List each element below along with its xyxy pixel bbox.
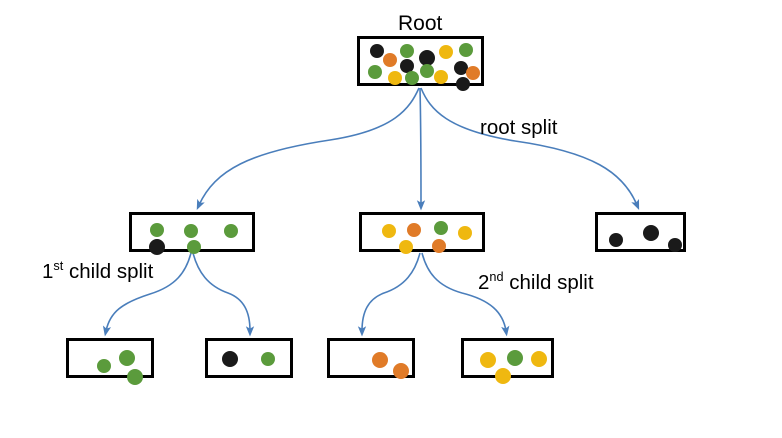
sample-dot-orange bbox=[407, 223, 421, 237]
edge-child1-to-leaf2 bbox=[192, 252, 255, 337]
sample-dot-green bbox=[97, 359, 111, 373]
sample-dot-black bbox=[222, 351, 238, 367]
sample-dot-green bbox=[184, 224, 198, 238]
sample-dot-green bbox=[459, 43, 473, 57]
sample-dot-black bbox=[643, 225, 659, 241]
sample-dot-green bbox=[420, 64, 434, 78]
sample-dot-black bbox=[400, 59, 414, 73]
page-title: Root bbox=[398, 12, 443, 35]
sample-dot-yellow bbox=[531, 351, 547, 367]
sample-dot-yellow bbox=[480, 352, 496, 368]
sample-dot-orange bbox=[372, 352, 388, 368]
first-child-split-number: 1 bbox=[42, 260, 54, 283]
first-child-split-text: child split bbox=[63, 260, 154, 283]
edge-root-to-right bbox=[420, 87, 640, 211]
edge-root-to-left bbox=[196, 87, 420, 210]
root-node bbox=[357, 36, 484, 91]
sample-dot-black bbox=[609, 233, 623, 247]
first-child-split-ordinal: st bbox=[53, 258, 64, 274]
sample-dot-green bbox=[400, 44, 414, 58]
sample-dot-orange bbox=[432, 239, 446, 253]
second-child-split-text: child split bbox=[503, 271, 594, 294]
edge-label-root-split: root split bbox=[480, 116, 558, 139]
sample-dot-black bbox=[419, 50, 435, 66]
edge-child2-to-leaf3 bbox=[357, 252, 421, 337]
child-node-middle bbox=[359, 212, 485, 254]
sample-dot-yellow bbox=[388, 71, 402, 85]
leaf-node-3 bbox=[327, 338, 415, 379]
sample-dot-yellow bbox=[434, 70, 448, 84]
sample-dot-green bbox=[507, 350, 523, 366]
sample-dot-black bbox=[370, 44, 384, 58]
sample-dot-orange bbox=[383, 53, 397, 67]
leaf-node-4 bbox=[461, 338, 554, 384]
sample-dot-yellow bbox=[382, 224, 396, 238]
leaf-node-1 bbox=[66, 338, 154, 385]
sample-dot-green bbox=[127, 369, 143, 385]
child-node-left bbox=[129, 212, 255, 255]
sample-dot-green bbox=[261, 352, 275, 366]
sample-dot-yellow bbox=[495, 368, 511, 384]
sample-dot-orange bbox=[393, 363, 409, 379]
edge-root-to-middle bbox=[416, 87, 426, 211]
sample-dot-yellow bbox=[439, 45, 453, 59]
sample-dot-green bbox=[224, 224, 238, 238]
sample-dot-green bbox=[187, 240, 201, 254]
child-node-right bbox=[595, 212, 686, 252]
sample-dot-black bbox=[149, 239, 165, 255]
sample-dot-black bbox=[454, 61, 468, 75]
leaf-node-2 bbox=[205, 338, 293, 378]
sample-dot-green bbox=[119, 350, 135, 366]
sample-dot-green bbox=[405, 71, 419, 85]
sample-dot-green bbox=[150, 223, 164, 237]
edge-label-second-child-split: 2nd child split bbox=[478, 270, 594, 294]
sample-dot-yellow bbox=[399, 240, 413, 254]
sample-dot-yellow bbox=[458, 226, 472, 240]
edge-label-first-child-split: 1st child split bbox=[42, 259, 154, 283]
second-child-split-number: 2 bbox=[478, 271, 490, 294]
sample-dot-black bbox=[456, 77, 470, 91]
sample-dot-green bbox=[434, 221, 448, 235]
second-child-split-ordinal: nd bbox=[489, 269, 504, 285]
sample-dot-green bbox=[368, 65, 382, 79]
sample-dot-black bbox=[668, 238, 682, 252]
sample-dot-orange bbox=[466, 66, 480, 80]
